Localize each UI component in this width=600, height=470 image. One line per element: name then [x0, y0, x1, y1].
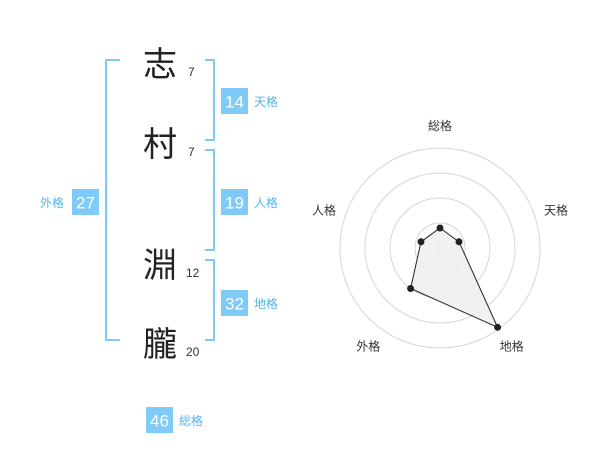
name-char-1: 志 [143, 45, 177, 85]
name-char-4: 朧 [143, 325, 177, 365]
radar-axis-label: 天格 [544, 202, 568, 217]
stroke-count-3: 12 [186, 266, 200, 280]
jinkaku-bracket [205, 149, 215, 251]
stroke-count-4: 20 [186, 345, 200, 359]
soukaku-label: 総格 [179, 413, 203, 428]
radar-axis-label: 人格 [312, 202, 336, 217]
chikaku-value: 32 [225, 295, 244, 314]
name-char-3: 淵 [143, 246, 177, 286]
tenkaku-badge-bg [221, 88, 248, 114]
soukaku-badge-bg [146, 407, 173, 433]
name-char-2: 村 [143, 125, 177, 165]
radar-ring [364, 172, 516, 324]
radar-point [417, 238, 425, 246]
gaikaku-value: 27 [76, 194, 95, 213]
soukaku-value: 46 [150, 412, 169, 431]
radar-point [494, 323, 502, 331]
gaikaku-badge-bg [72, 189, 99, 215]
radar-polygon [410, 227, 499, 329]
radar-ring [339, 147, 541, 349]
jinkaku-label: 人格 [254, 195, 278, 210]
chikaku-badge-bg [221, 290, 248, 316]
radar-point [436, 224, 444, 232]
gaikaku-bracket [105, 59, 120, 341]
radar-axis-label: 総格 [428, 118, 452, 133]
tenkaku-label: 天格 [254, 94, 278, 109]
stroke-count-1: 7 [188, 65, 195, 79]
radar-axis-label: 地格 [500, 339, 524, 354]
jinkaku-badge: 19 人格 [221, 189, 278, 215]
chikaku-badge: 32 地格 [221, 290, 278, 316]
radar-point [455, 238, 463, 246]
stroke-count-2: 7 [188, 145, 195, 159]
gaikaku-badge: 27 外格 [40, 189, 99, 215]
tenkaku-value: 14 [225, 93, 244, 112]
chikaku-label: 地格 [254, 296, 278, 311]
gaikaku-label: 外格 [40, 195, 64, 210]
radar-axis-label: 外格 [356, 339, 380, 354]
chikaku-bracket [205, 259, 215, 341]
jinkaku-badge-bg [221, 189, 248, 215]
brackets [105, 59, 215, 341]
tenkaku-badge: 14 天格 [221, 88, 278, 114]
name-characters: 志 7 村 7 淵 12 朧 20 [143, 45, 200, 365]
fortune-badges: 14 天格 19 人格 32 地格 27 外格 46 総格 [40, 88, 278, 433]
soukaku-badge: 46 総格 [146, 407, 203, 433]
tenkaku-bracket [205, 59, 215, 141]
jinkaku-value: 19 [225, 194, 244, 213]
radar-point [407, 285, 415, 292]
